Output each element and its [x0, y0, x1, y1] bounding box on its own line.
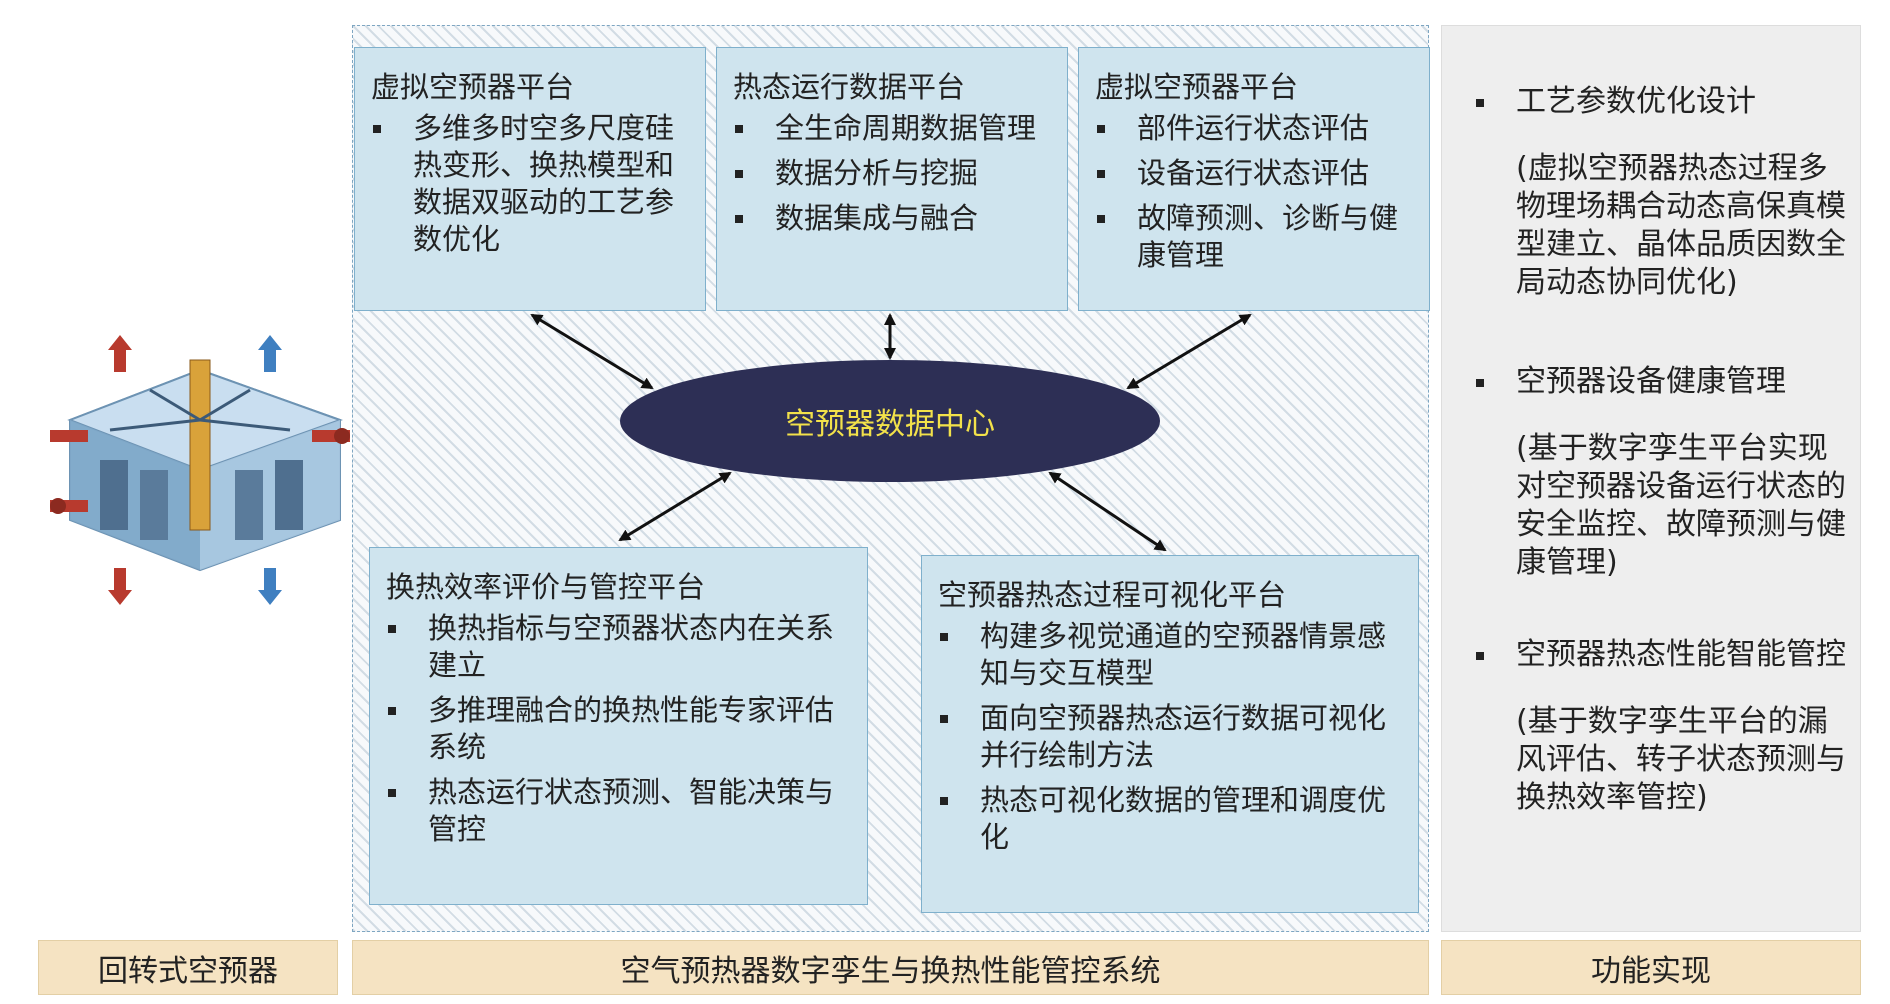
data-center-label: 空预器数据中心: [785, 407, 995, 442]
thermal-process-visualization-platform-box: 空预器热态过程可视化平台 构建多视觉通道的空预器情景感知与交互模型 面向空预器热…: [921, 555, 1419, 913]
function-title: 空预器热态性能智能管控: [1476, 635, 1846, 675]
function-item-process-optimization: 工艺参数优化设计 (虚拟空预器热态过程多物理场耦合动态高保真模型建立、晶体品质因…: [1476, 82, 1846, 302]
data-center-ellipse: 空预器数据中心: [620, 360, 1160, 482]
list-item: 热态可视化数据的管理和调度优化: [938, 782, 1404, 856]
function-panel: [1441, 25, 1861, 932]
heat-exchange-efficiency-platform-box: 换热效率评价与管控平台 换热指标与空预器状态内在关系建立 多推理融合的换热性能专…: [369, 547, 868, 905]
list-item: 数据集成与融合: [733, 200, 1053, 237]
virtual-preheater-platform-box-right: 虚拟空预器平台 部件运行状态评估 设备运行状态评估 故障预测、诊断与健康管理: [1078, 47, 1430, 311]
list-item: 部件运行状态评估: [1095, 110, 1415, 147]
box-title: 虚拟空预器平台: [1095, 70, 1299, 104]
function-title: 工艺参数优化设计: [1476, 82, 1846, 122]
function-description: (虚拟空预器热态过程多物理场耦合动态高保真模型建立、晶体品质因数全局动态协同优化…: [1516, 151, 1846, 300]
list-item: 数据分析与挖掘: [733, 155, 1053, 192]
label-rotary-preheater: 回转式空预器: [38, 940, 338, 995]
list-item: 热态运行状态预测、智能决策与管控: [386, 774, 853, 848]
function-item-thermal-performance-control: 空预器热态性能智能管控 (基于数字孪生平台的漏风评估、转子状态预测与换热效率管控…: [1476, 635, 1846, 817]
box-title: 空预器热态过程可视化平台: [938, 578, 1287, 612]
thermal-operation-data-platform-box: 热态运行数据平台 全生命周期数据管理 数据分析与挖掘 数据集成与融合: [716, 47, 1068, 311]
list-item: 构建多视觉通道的空预器情景感知与交互模型: [938, 618, 1404, 692]
rotary-air-preheater-illustration: [50, 335, 350, 605]
list-item: 设备运行状态评估: [1095, 155, 1415, 192]
function-description: (基于数字孪生平台的漏风评估、转子状态预测与换热效率管控): [1516, 704, 1846, 815]
function-description: (基于数字孪生平台实现对空预器设备运行状态的安全监控、故障预测与健康管理): [1516, 431, 1846, 580]
function-item-health-management: 空预器设备健康管理 (基于数字孪生平台实现对空预器设备运行状态的安全监控、故障预…: [1476, 362, 1846, 582]
label-twin-system: 空气预热器数字孪生与换热性能管控系统: [352, 940, 1429, 995]
list-item: 面向空预器热态运行数据可视化并行绘制方法: [938, 700, 1404, 774]
box-title: 热态运行数据平台: [733, 70, 966, 104]
list-item: 全生命周期数据管理: [733, 110, 1053, 147]
list-item: 多推理融合的换热性能专家评估系统: [386, 692, 853, 766]
list-item: 多维多时空多尺度硅热变形、换热模型和数据双驱动的工艺参数优化: [371, 110, 691, 258]
function-title: 空预器设备健康管理: [1476, 362, 1846, 402]
list-item: 故障预测、诊断与健康管理: [1095, 200, 1415, 274]
label-function-realization: 功能实现: [1441, 940, 1861, 995]
box-title: 换热效率评价与管控平台: [386, 570, 706, 604]
box-title: 虚拟空预器平台: [371, 70, 575, 104]
list-item: 换热指标与空预器状态内在关系建立: [386, 610, 853, 684]
virtual-preheater-platform-box-left: 虚拟空预器平台 多维多时空多尺度硅热变形、换热模型和数据双驱动的工艺参数优化: [354, 47, 706, 311]
